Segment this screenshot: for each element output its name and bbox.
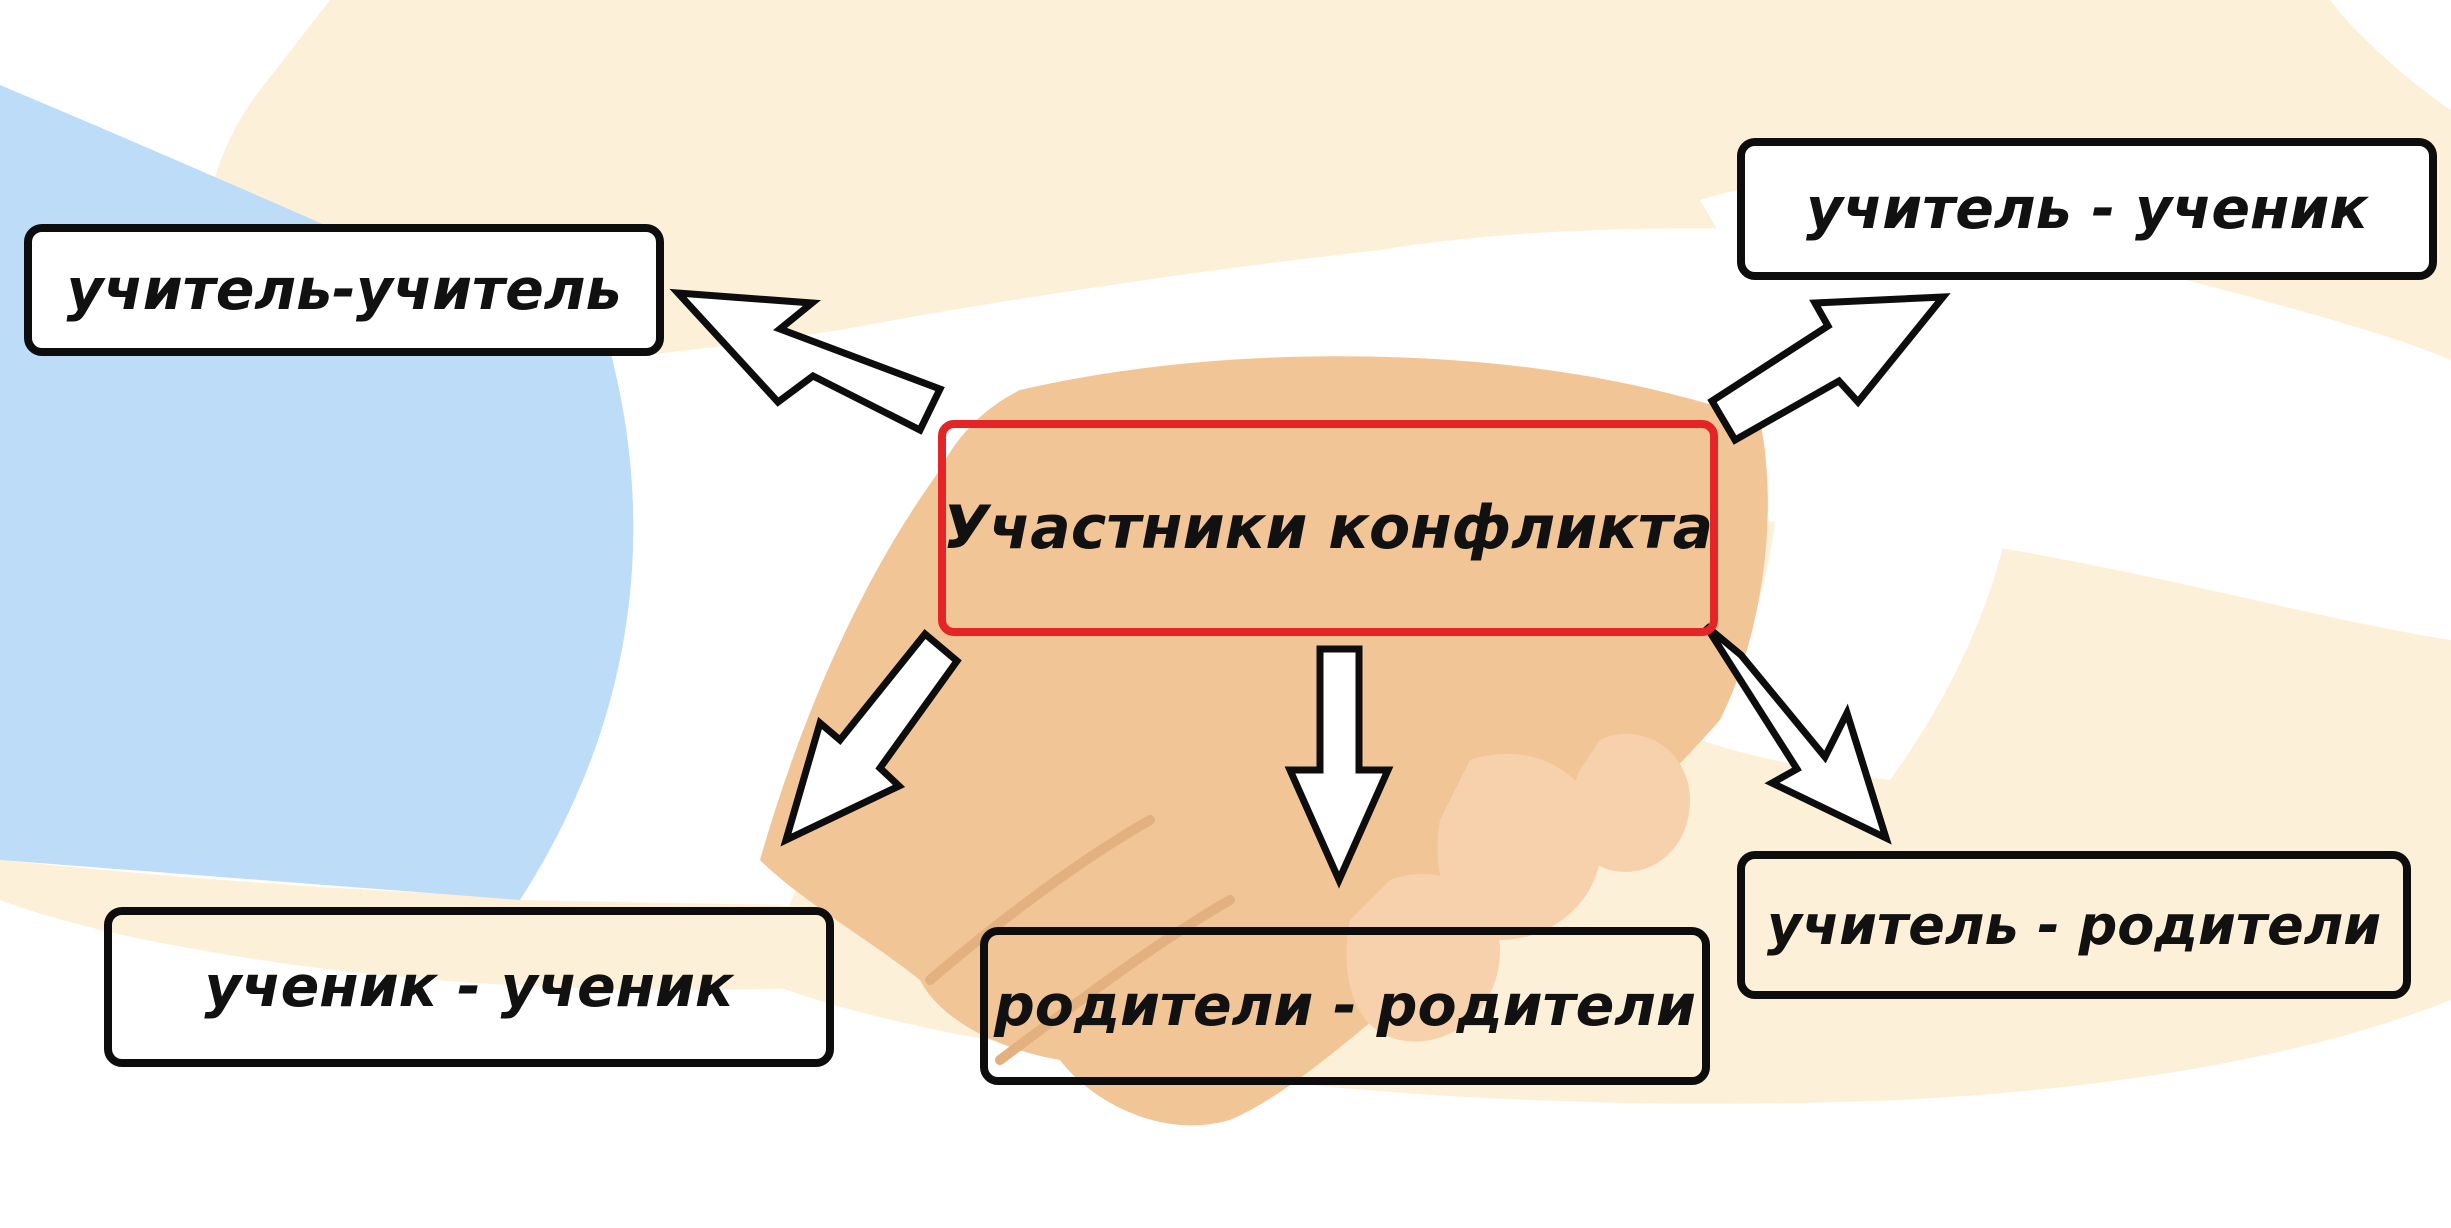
node-parents-parents-label: родители - родители bbox=[994, 973, 1696, 1039]
pale-hand-lower-left bbox=[0, 860, 940, 990]
node-teacher-student-label: учитель - ученик bbox=[1805, 176, 2368, 242]
white-cuff-right bbox=[1700, 176, 2022, 781]
node-student-student-label: ученик - ученик bbox=[204, 954, 734, 1020]
node-parents-parents: родители - родители bbox=[980, 927, 1710, 1085]
white-cuff bbox=[520, 350, 854, 905]
node-student-student: ученик - ученик bbox=[104, 907, 834, 1067]
node-teacher-teacher-label: учитель-учитель bbox=[66, 257, 622, 323]
node-teacher-student: учитель - ученик bbox=[1737, 138, 2437, 280]
finger-shading-2 bbox=[1346, 873, 1500, 1042]
finger-shading-3 bbox=[1572, 733, 1690, 872]
node-teacher-parents-label: учитель - родители bbox=[1766, 893, 2382, 957]
node-center-label: Участники конфликта bbox=[942, 493, 1714, 563]
pale-hand-top bbox=[203, 0, 2451, 373]
arrow-to-teacher-parents bbox=[1703, 623, 1892, 845]
node-center: Участники конфликта bbox=[938, 420, 1718, 636]
arrow-to-teacher-teacher bbox=[669, 288, 945, 435]
arrow-to-teacher-student bbox=[1707, 293, 1951, 445]
arrow-to-parents-parents bbox=[1284, 645, 1394, 889]
node-teacher-parents: учитель - родители bbox=[1737, 851, 2411, 999]
finger-line-2 bbox=[995, 895, 1235, 1065]
finger-line bbox=[925, 815, 1155, 985]
arrow-to-student-student bbox=[780, 629, 962, 847]
node-teacher-teacher: учитель-учитель bbox=[24, 224, 664, 356]
finger-shading bbox=[1437, 753, 1602, 940]
